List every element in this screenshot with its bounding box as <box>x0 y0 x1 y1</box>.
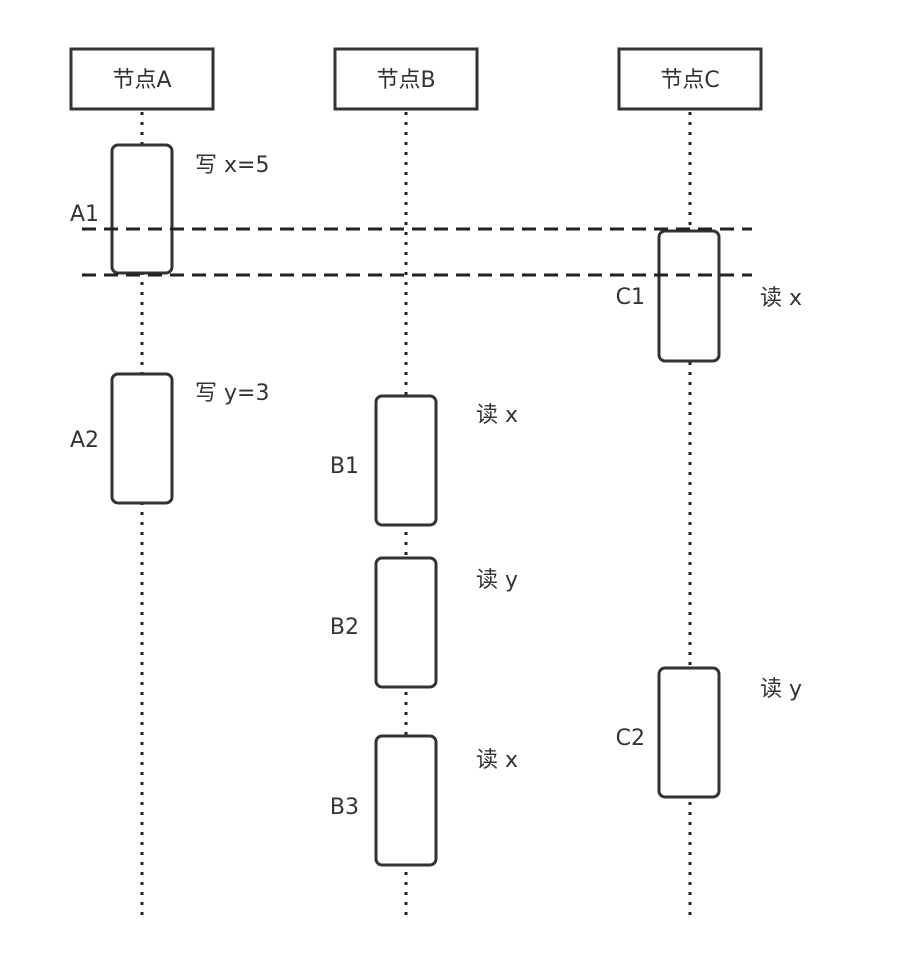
activation-c2-label: C2 <box>616 726 645 751</box>
activation-b2-op: 读 y <box>476 568 518 593</box>
activation-b1: B1 读 x <box>330 394 518 527</box>
activation-b3-op: 读 x <box>476 748 518 773</box>
activation-c2-box <box>657 666 721 799</box>
activation-a2-op: 写 y=3 <box>195 381 269 406</box>
node-a-box <box>69 47 215 111</box>
activation-c1-box <box>657 229 721 363</box>
activation-a1-label: A1 <box>70 202 99 227</box>
node-b-box <box>333 47 479 111</box>
activation-a1-box <box>110 143 174 275</box>
activation-c1-label: C1 <box>616 285 645 310</box>
activation-b1-op: 读 x <box>476 403 518 428</box>
activation-a2-box <box>110 372 174 505</box>
activation-b1-label: B1 <box>330 454 359 479</box>
activation-b2-label: B2 <box>330 615 359 640</box>
activation-b3-label: B3 <box>330 795 359 820</box>
node-b: 节点B <box>333 47 479 111</box>
activation-a1: A1 写 x=5 <box>70 143 269 275</box>
activation-c2: C2 读 y <box>616 666 802 799</box>
node-c: 节点C <box>617 47 763 111</box>
activation-c1: C1 读 x <box>616 229 802 363</box>
activation-b3: B3 读 x <box>330 734 518 867</box>
activation-a2-label: A2 <box>70 428 99 453</box>
activation-a2: A2 写 y=3 <box>70 372 269 505</box>
activation-c1-op: 读 x <box>760 286 802 311</box>
activation-b1-box <box>374 394 438 527</box>
node-a-label: 节点A <box>112 68 171 93</box>
node-a: 节点A <box>69 47 215 111</box>
activation-b3-box <box>374 734 438 867</box>
node-c-box <box>617 47 763 111</box>
activation-b2-box <box>374 556 438 689</box>
node-c-label: 节点C <box>660 68 719 93</box>
activation-a1-op: 写 x=5 <box>195 153 269 178</box>
node-b-label: 节点B <box>376 68 435 93</box>
activation-b2: B2 读 y <box>330 556 518 689</box>
activation-c2-op: 读 y <box>760 677 802 702</box>
